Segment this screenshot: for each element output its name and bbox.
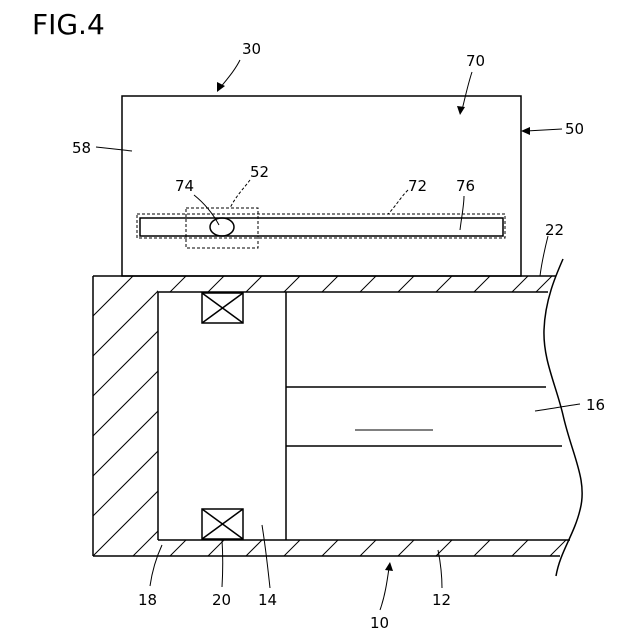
ref-18: 18 [138,591,157,609]
ref-10: 10 [370,614,389,632]
ref-12: 12 [432,591,451,609]
upper-seal [202,293,243,323]
ref-52: 52 [250,163,269,181]
ref-72: 72 [408,177,427,195]
ref-14: 14 [258,591,277,609]
ref-58: 58 [72,139,91,157]
leader-lines [96,60,580,610]
left-wall-hatching [93,276,453,576]
break-line-curve [544,259,582,576]
bottom-wall-hatching [170,540,566,556]
rod [286,387,562,446]
ref-50: 50 [565,120,584,138]
top-wall-hatching [170,276,552,292]
lower-seal [202,509,243,539]
figure-title: FIG.4 [32,8,105,41]
ref-20: 20 [212,591,231,609]
ref-22: 22 [545,221,564,239]
ref-76: 76 [456,177,475,195]
rail-slot [140,218,503,236]
slider-circle [210,218,234,236]
ref-30: 30 [242,40,261,58]
ref-74: 74 [175,177,194,195]
lower-housing [93,259,582,576]
ref-16: 16 [586,396,605,414]
ref-70: 70 [466,52,485,70]
